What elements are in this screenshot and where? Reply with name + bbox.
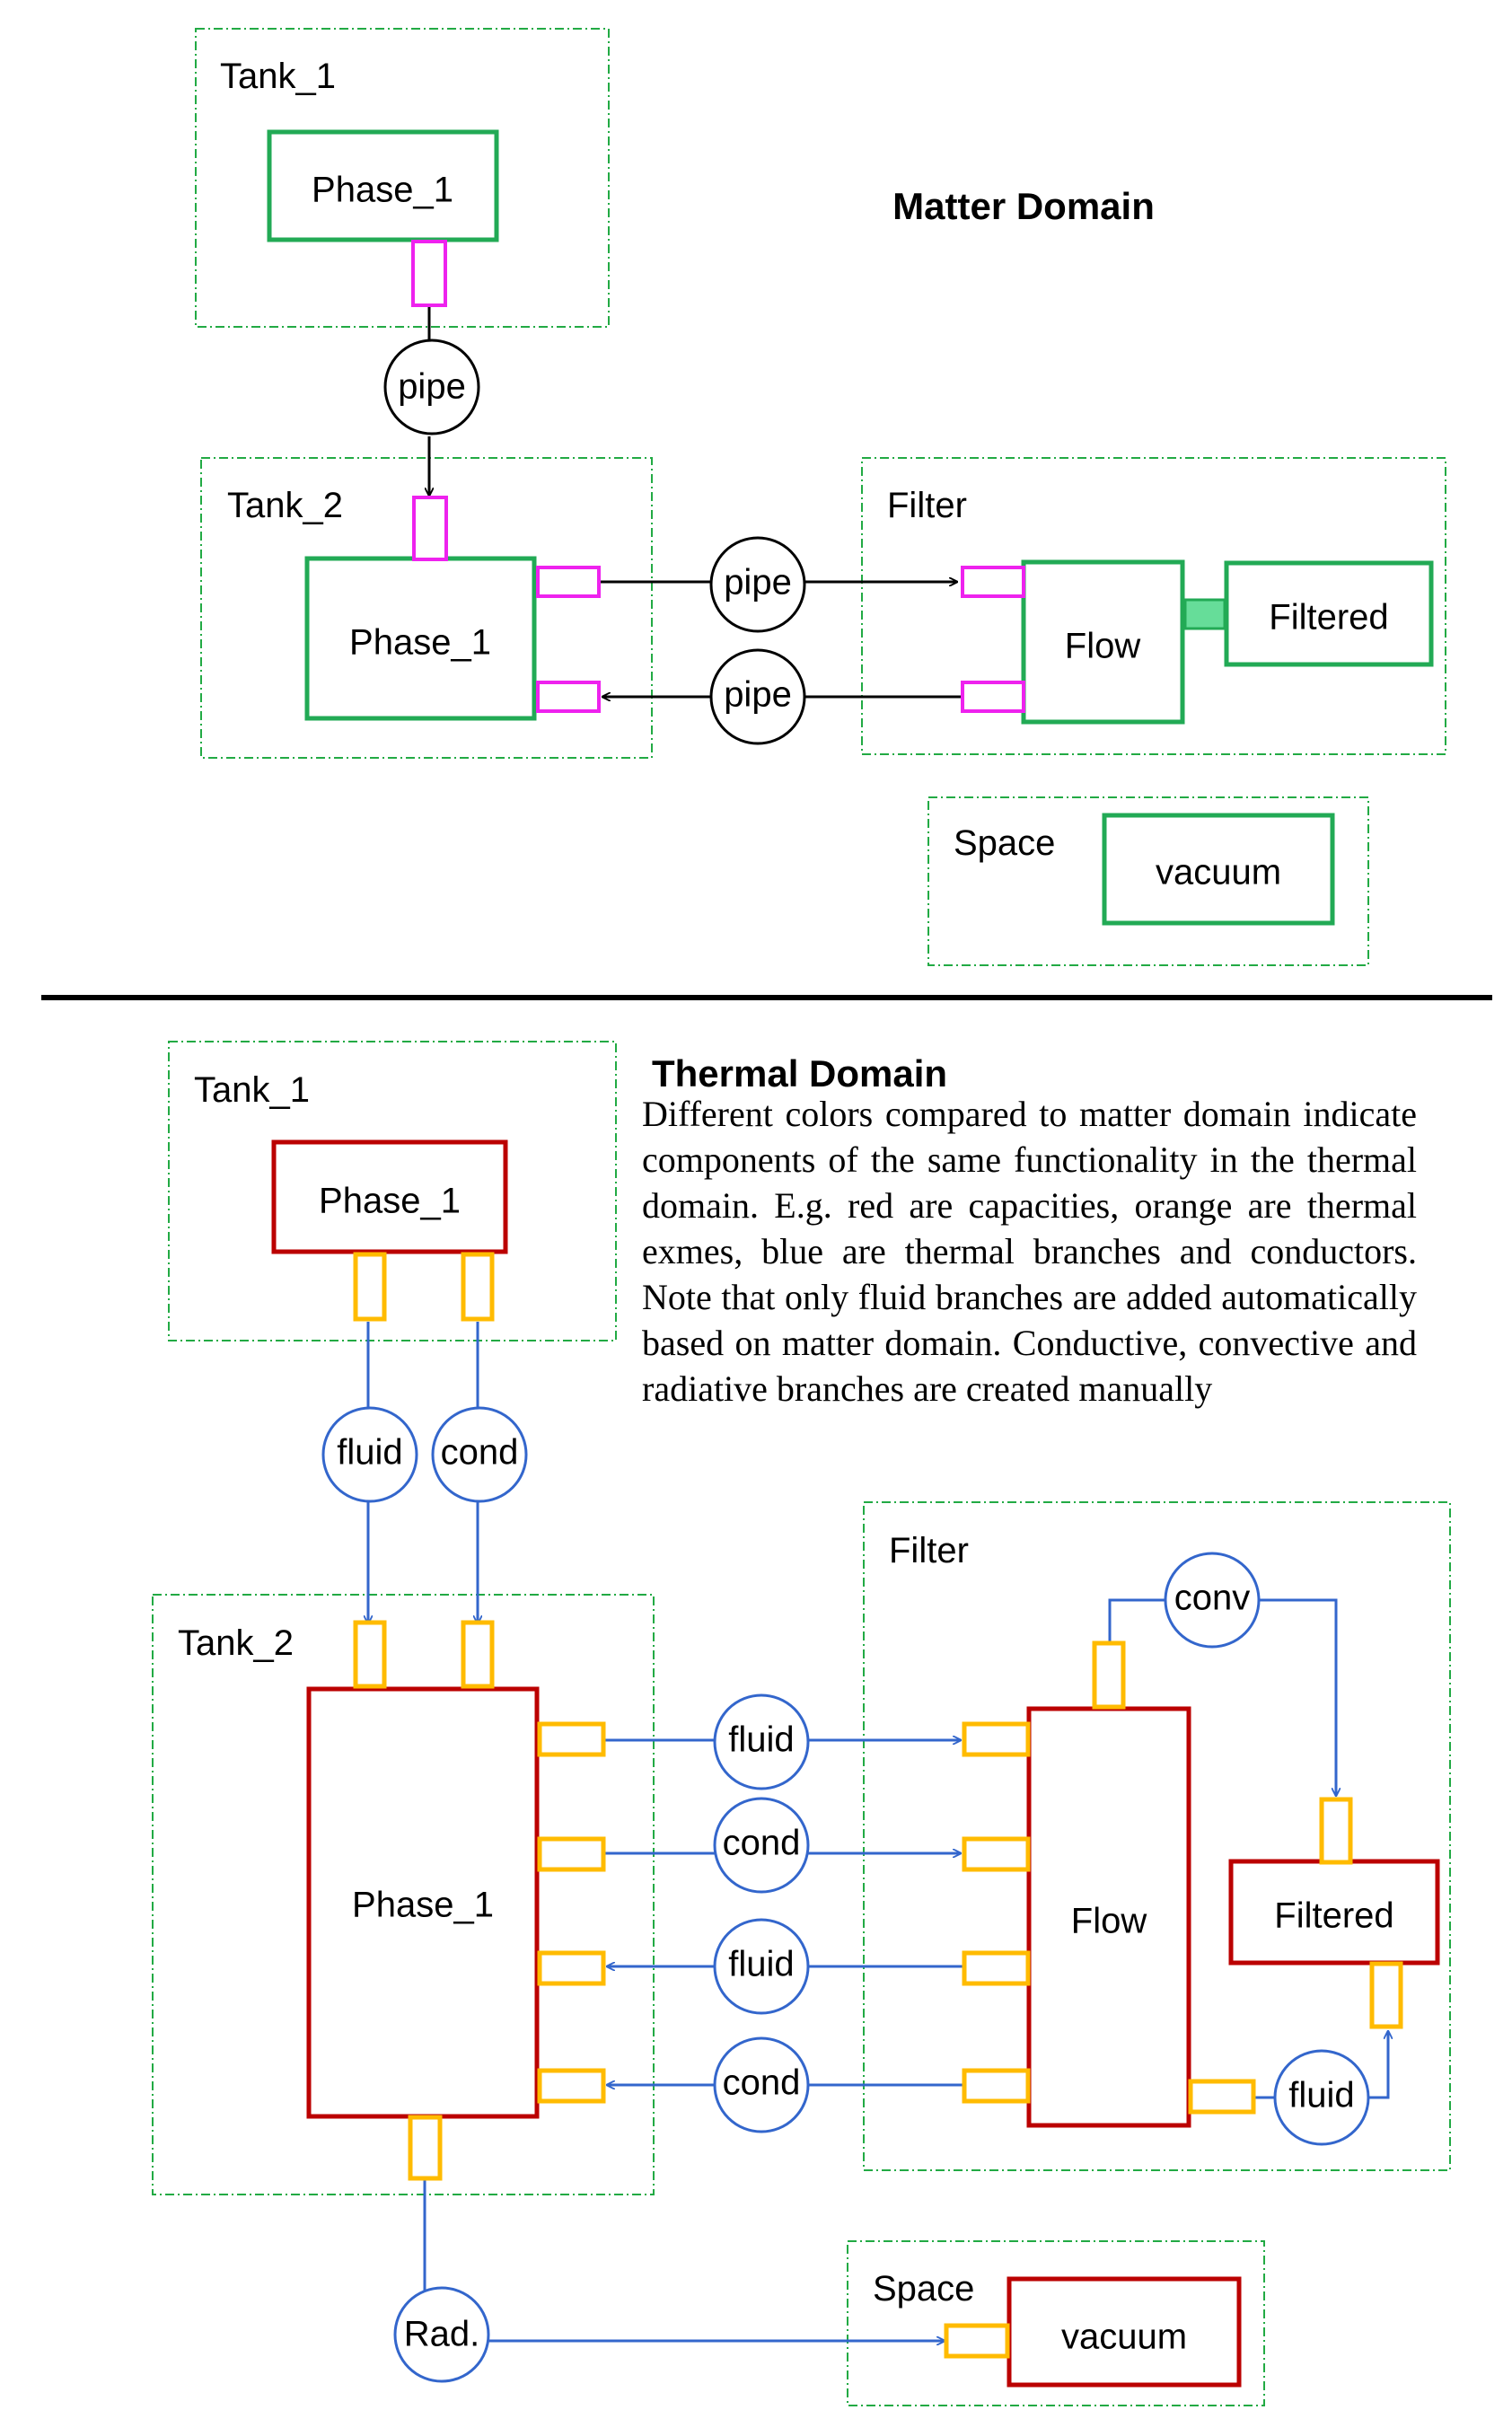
thermal-group-tank2-label: Tank_2: [178, 1623, 294, 1663]
matter-group-tank1: [195, 28, 610, 328]
thermal-filter-fluid-branch: [1273, 2049, 1370, 2146]
matter-group-tank2: [200, 457, 653, 759]
thermal-flow-port-conv: [1092, 1640, 1126, 1710]
thermal-tank-cond-label: cond: [441, 1433, 519, 1473]
matter-flow-node: [1021, 559, 1185, 725]
matter-flow-port-supply: [961, 566, 1025, 598]
matter-group-space-label: Space: [954, 823, 1055, 863]
thermal-tank1-phase-label: Phase_1: [319, 1182, 461, 1221]
thermal-group-space: [847, 2240, 1265, 2406]
thermal-flow-port-supply-fluid: [962, 1721, 1031, 1757]
matter-vacuum-node: [1102, 813, 1335, 926]
matter-return-pipe-branch: [709, 648, 806, 745]
thermal-flow-port-return-cond: [962, 2068, 1031, 2104]
thermal-filtered-port-fluid: [1369, 1961, 1403, 2029]
matter-tank-pipe-label: pipe: [398, 367, 466, 407]
thermal-tank1-phase-port-fluid: [353, 1252, 387, 1322]
thermal-flow-port-supply-cond: [962, 1836, 1031, 1872]
thermal-supply-fluid-branch: [713, 1693, 810, 1790]
thermal-tank-fluid-label: fluid: [337, 1433, 402, 1473]
thermal-conv-branch: [1164, 1552, 1261, 1649]
thermal-rad-branch: [393, 2286, 490, 2383]
matter-group-filter: [861, 457, 1446, 755]
thermal-tank-fluid-branch: [321, 1406, 418, 1503]
thermal-supply-cond-label: cond: [723, 1824, 801, 1863]
matter-title: Matter Domain: [892, 185, 1155, 227]
thermal-domain: Thermal Domain Tank_1 Tank_2 Filter Spac…: [152, 1041, 1451, 2406]
thermal-tank2-phase-port-fluid-top: [353, 1620, 387, 1689]
thermal-filtered-label: Filtered: [1274, 1896, 1393, 1936]
thermal-group-space-label: Space: [873, 2269, 974, 2309]
thermal-tank2-phase-port-supply-fluid: [537, 1721, 606, 1757]
matter-tank2-phase-port-return: [536, 681, 601, 713]
thermal-tank-cond-branch: [431, 1406, 528, 1503]
thermal-supply-cond-branch: [713, 1797, 810, 1894]
matter-tank1-phase-port: [411, 240, 447, 307]
thermal-supply-fluid-label: fluid: [728, 1720, 794, 1760]
thermal-return-fluid-label: fluid: [728, 1945, 794, 1984]
thermal-tank1-phase-node: [271, 1139, 508, 1254]
matter-group-filter-label: Filter: [887, 486, 967, 525]
thermal-description: Different colors compared to matter doma…: [642, 1094, 1417, 1409]
thermal-flow-port-return-fluid: [962, 1950, 1031, 1986]
thermal-filtered-port-conv: [1319, 1797, 1353, 1865]
thermal-tank2-phase-node: [306, 1686, 540, 2119]
matter-filter-link: [1183, 598, 1226, 630]
thermal-tank2-phase-port-cond-top: [461, 1620, 495, 1689]
matter-tank1-phase-label: Phase_1: [312, 171, 453, 210]
matter-filtered-node: [1224, 560, 1434, 667]
matter-filtered-label: Filtered: [1269, 598, 1388, 638]
matter-tank2-phase-label: Phase_1: [349, 623, 491, 663]
thermal-group-tank1: [168, 1041, 617, 1341]
thermal-return-fluid-branch: [713, 1918, 810, 2015]
thermal-filtered-node: [1228, 1859, 1440, 1966]
matter-supply-pipe-label: pipe: [724, 563, 792, 602]
thermal-tank2-phase-port-return-cond: [537, 2068, 606, 2104]
thermal-group-filter: [863, 1501, 1451, 2171]
thermal-group-filter-label: Filter: [889, 1531, 969, 1570]
thermal-vacuum-port: [944, 2323, 1010, 2359]
matter-tank1-phase-node: [267, 129, 499, 242]
matter-tank2-phase-port-top: [412, 496, 448, 561]
matter-flow-port-return: [961, 681, 1025, 713]
thermal-tank2-phase-port-return-fluid: [537, 1950, 606, 1986]
thermal-group-tank1-label: Tank_1: [194, 1070, 310, 1110]
matter-domain: Matter Domain Tank_1 Tank_2 Filter Space…: [195, 28, 1446, 966]
thermal-flow-node: [1026, 1706, 1191, 2128]
thermal-rad-line: [423, 2177, 945, 2341]
thermal-tank2-phase-port-supply-cond: [537, 1836, 606, 1872]
thermal-vacuum-label: vacuum: [1061, 2318, 1187, 2357]
matter-flow-label: Flow: [1065, 627, 1141, 666]
thermal-return-cond-label: cond: [723, 2063, 801, 2103]
thermal-rad-label: Rad.: [404, 2315, 480, 2354]
thermal-flow-port-out: [1188, 2079, 1256, 2115]
thermal-tank2-phase-label: Phase_1: [352, 1886, 494, 1925]
matter-group-tank2-label: Tank_2: [227, 486, 343, 525]
matter-group-space: [927, 796, 1369, 966]
thermal-title: Thermal Domain: [652, 1052, 947, 1095]
matter-tank2-phase-port-supply: [536, 566, 601, 598]
matter-supply-pipe-branch: [709, 536, 806, 633]
thermal-return-cond-branch: [713, 2036, 810, 2133]
thermal-conv-label: conv: [1174, 1579, 1251, 1618]
matter-group-tank1-label: Tank_1: [220, 57, 336, 96]
matter-return-pipe-label: pipe: [724, 675, 792, 715]
thermal-tank2-phase-port-rad: [408, 2115, 443, 2181]
matter-tank-pipe-branch: [383, 339, 480, 435]
thermal-tank1-phase-port-cond: [461, 1252, 495, 1322]
thermal-filter-fluid-label: fluid: [1288, 2076, 1354, 2115]
matter-vacuum-label: vacuum: [1156, 853, 1281, 893]
thermal-flow-label: Flow: [1071, 1902, 1147, 1941]
thermal-group-tank2: [152, 1594, 655, 2195]
